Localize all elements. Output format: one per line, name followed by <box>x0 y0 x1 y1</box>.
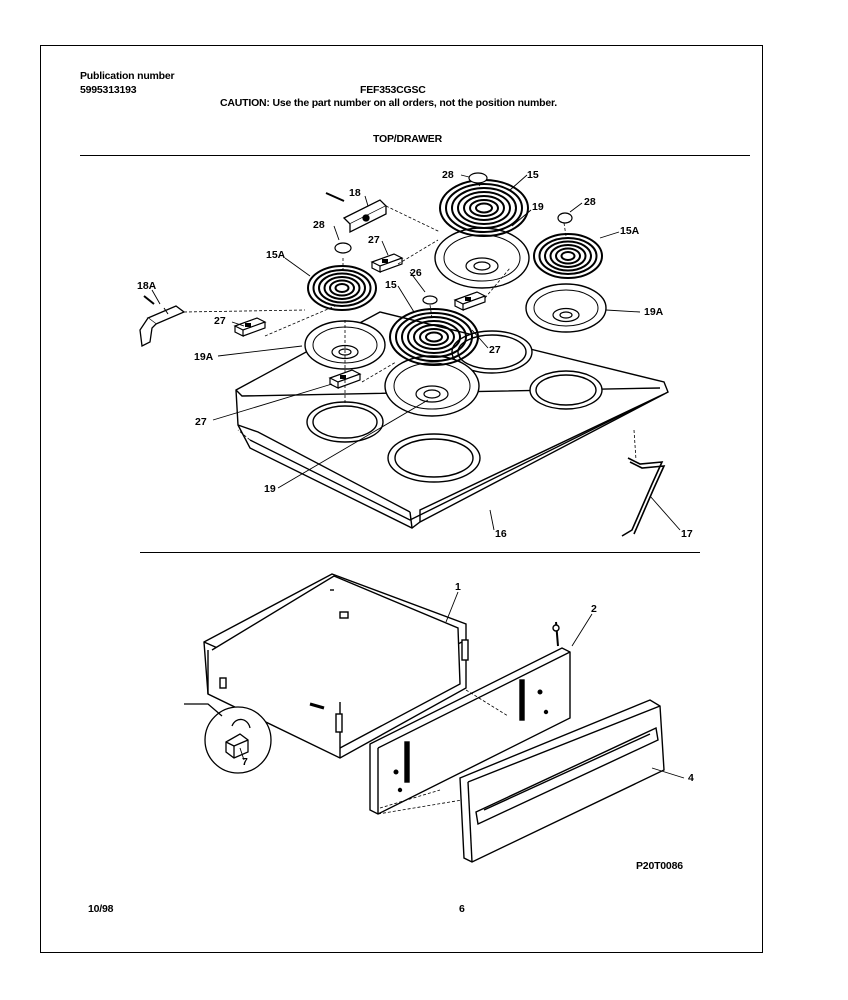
section-title: TOP/DRAWER <box>373 133 442 145</box>
callout-7: 7 <box>242 756 248 768</box>
bracket-18 <box>325 192 388 234</box>
callout-19-top: 19 <box>532 201 544 213</box>
receptacle-27-left <box>234 317 266 337</box>
trim-ring-28-right <box>557 212 573 224</box>
surface-element-15-rear <box>439 179 529 237</box>
callout-1: 1 <box>455 581 461 593</box>
callout-27-mid: 27 <box>489 344 501 356</box>
callout-16: 16 <box>495 528 507 540</box>
drawer-body-1 <box>203 573 469 759</box>
page-frame <box>40 45 763 953</box>
callout-27-upper: 27 <box>368 234 380 246</box>
callout-28-right: 28 <box>584 196 596 208</box>
receptacle-27-upper <box>371 253 403 273</box>
callout-17: 17 <box>681 528 693 540</box>
surface-element-15a-left <box>307 265 377 311</box>
caution-note: CAUTION: Use the part number on all orde… <box>220 97 558 109</box>
callout-19-bottom: 19 <box>264 483 276 495</box>
callout-18a: 18A <box>137 280 157 292</box>
header-divider <box>80 155 750 156</box>
callout-28-left: 28 <box>313 219 325 231</box>
drawer-panel-2 <box>369 621 571 815</box>
detail-circle-7 <box>184 703 272 774</box>
callout-28-top: 28 <box>442 169 454 181</box>
receptacle-27-mid <box>454 291 486 311</box>
drip-pan-19a-right <box>525 283 607 333</box>
drip-pan-19-rear <box>434 227 530 289</box>
footer-date: 10/98 <box>88 903 114 915</box>
callout-4: 4 <box>688 772 694 784</box>
callout-19a-right: 19A <box>644 306 664 318</box>
trim-ring-26 <box>422 295 438 305</box>
publication-number: 5995313193 <box>80 84 137 96</box>
rod-17 <box>621 457 666 537</box>
surface-element-15a-right <box>533 233 603 279</box>
bracket-18a <box>139 295 186 347</box>
footer-page-number: 6 <box>459 903 465 915</box>
callout-2: 2 <box>591 603 597 615</box>
callout-27-lower: 27 <box>195 416 207 428</box>
trim-ring-28-left <box>334 242 352 254</box>
callout-19a-left: 19A <box>194 351 214 363</box>
drawing-code: P20T0086 <box>636 860 683 872</box>
cooktop-main-top <box>235 311 669 529</box>
model-number: FEF353CGSC <box>360 84 426 96</box>
callout-15a-left: 15A <box>266 249 286 261</box>
callout-27-left: 27 <box>214 315 226 327</box>
callout-15-top: 15 <box>527 169 539 181</box>
trim-ring-28-top <box>468 172 488 184</box>
callout-15a-right: 15A <box>620 225 640 237</box>
section-divider <box>140 552 700 553</box>
callout-15-mid: 15 <box>385 279 397 291</box>
callout-26: 26 <box>410 267 422 279</box>
callout-18: 18 <box>349 187 361 199</box>
drawer-front-4 <box>459 699 665 863</box>
publication-label: Publication number <box>80 70 175 82</box>
